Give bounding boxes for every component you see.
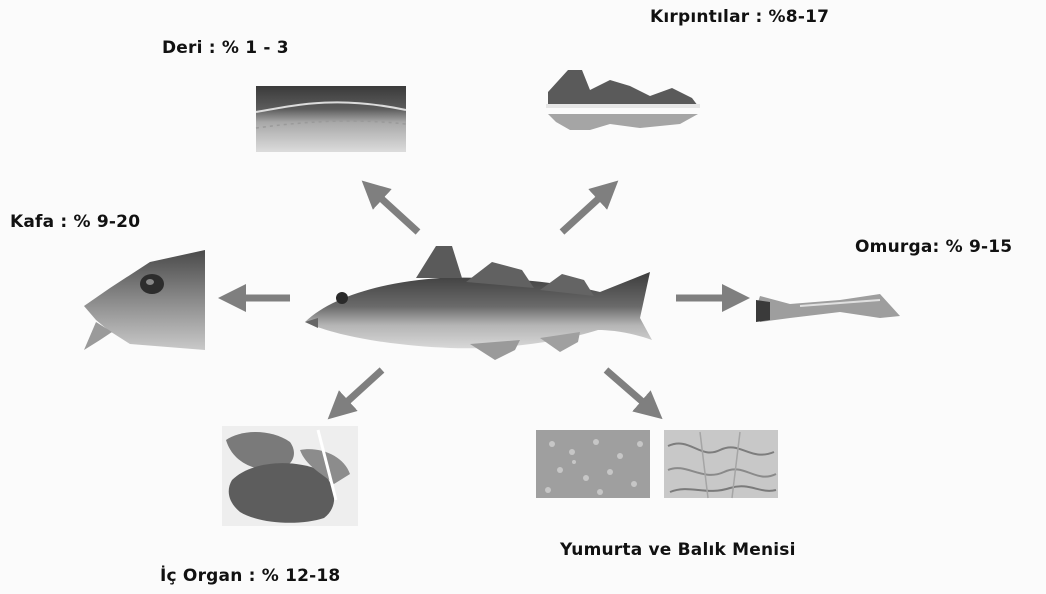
roe-image [536,430,650,498]
trimmings-image [546,70,700,130]
viscera-image [222,426,358,526]
backbone-image [756,294,900,322]
trimmings-label: Kırpıntılar : %8-17 [650,7,829,27]
skin-image [256,86,406,152]
arrow-to-skin [372,190,418,232]
arrow-to-viscera [338,370,382,410]
arrow-to-roe [606,370,652,410]
arrow-to-trimmings [562,190,608,232]
viscera-label: İç Organ : % 12-18 [160,566,340,586]
head-label: Kafa : % 9-20 [10,212,140,232]
milt-image [664,430,778,498]
head-image [84,250,205,350]
backbone-label: Omurga: % 9-15 [855,237,1012,257]
roe-milt-label: Yumurta ve Balık Menisi [560,540,796,560]
whole-fish-image [305,246,652,360]
skin-label: Deri : % 1 - 3 [162,38,289,58]
